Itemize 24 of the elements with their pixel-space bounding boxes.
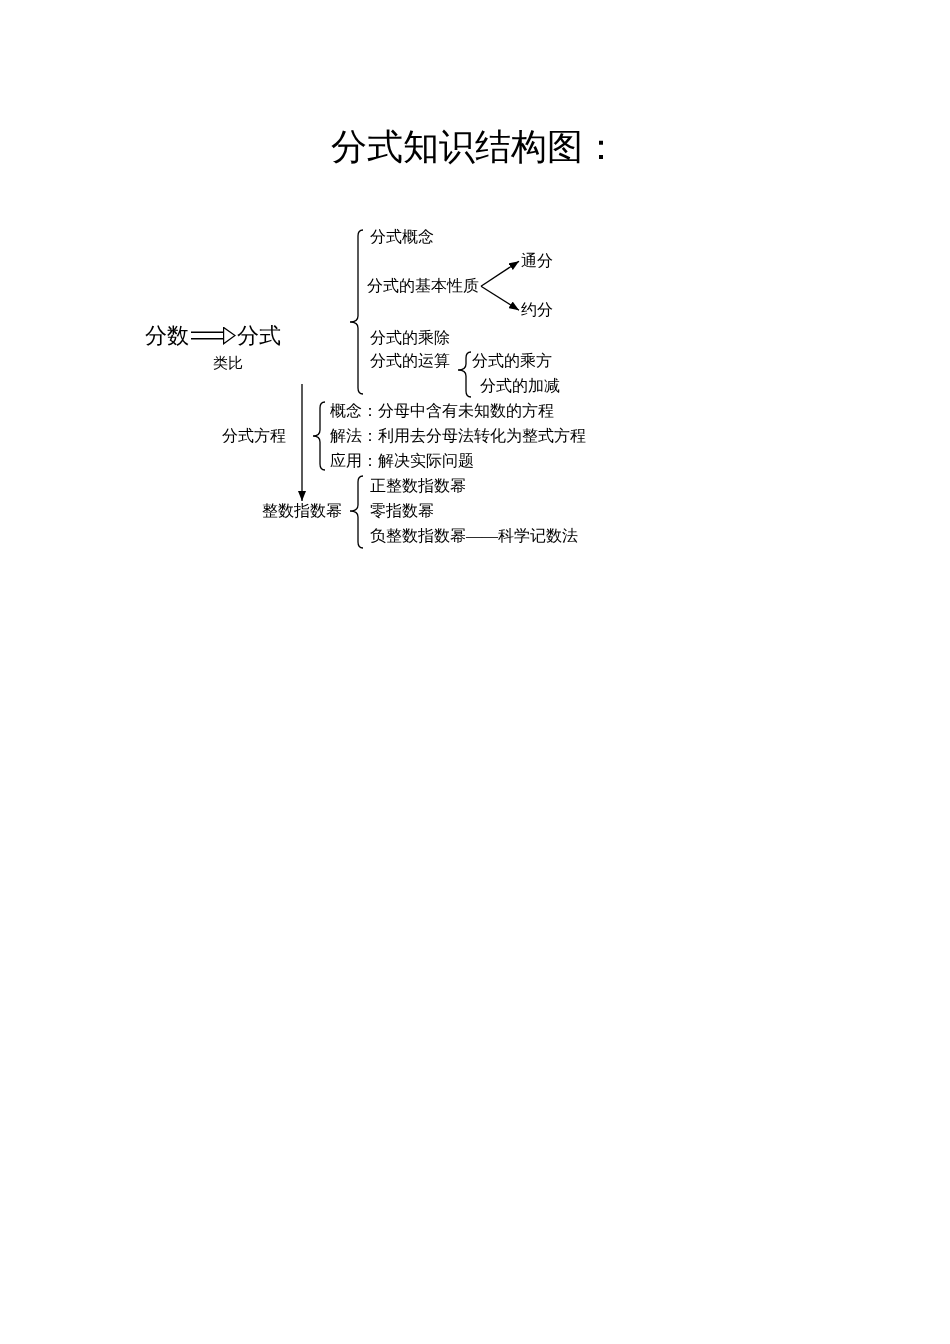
topic-text: 分式概念 <box>370 228 434 247</box>
topic-text: 整数指数幂 <box>262 502 342 521</box>
topic-text: 解法：利用去分母法转化为整式方程 <box>330 427 586 446</box>
topic-text: 分式的乘方 <box>472 352 552 371</box>
arrow <box>480 285 520 311</box>
arrow <box>480 260 520 287</box>
topic-text: 分式的加减 <box>480 377 560 396</box>
topic-text: 分式 <box>237 323 281 349</box>
edge-label: 类比 <box>213 355 243 373</box>
topic-text: 负整数指数幂——科学记数法 <box>370 527 578 546</box>
topic-text: 约分 <box>521 301 553 320</box>
topic-text: 分数 <box>145 323 189 349</box>
hollow-arrow <box>191 326 236 345</box>
topic-text: 分式的基本性质 <box>367 277 479 296</box>
topic-text: 正整数指数幂 <box>370 477 466 496</box>
topic-text: 分式的运算 <box>370 352 450 371</box>
diagram-title: 分式知识结构图： <box>331 126 619 167</box>
topic-text: 分式的乘除 <box>370 329 450 348</box>
topic-text: 应用：解决实际问题 <box>330 452 474 471</box>
topic-text: 通分 <box>521 252 553 271</box>
topic-text: 分式方程 <box>222 427 286 446</box>
topic-text: 零指数幂 <box>370 502 434 521</box>
arrow <box>298 383 306 502</box>
topic-text: 概念：分母中含有未知数的方程 <box>330 402 554 421</box>
